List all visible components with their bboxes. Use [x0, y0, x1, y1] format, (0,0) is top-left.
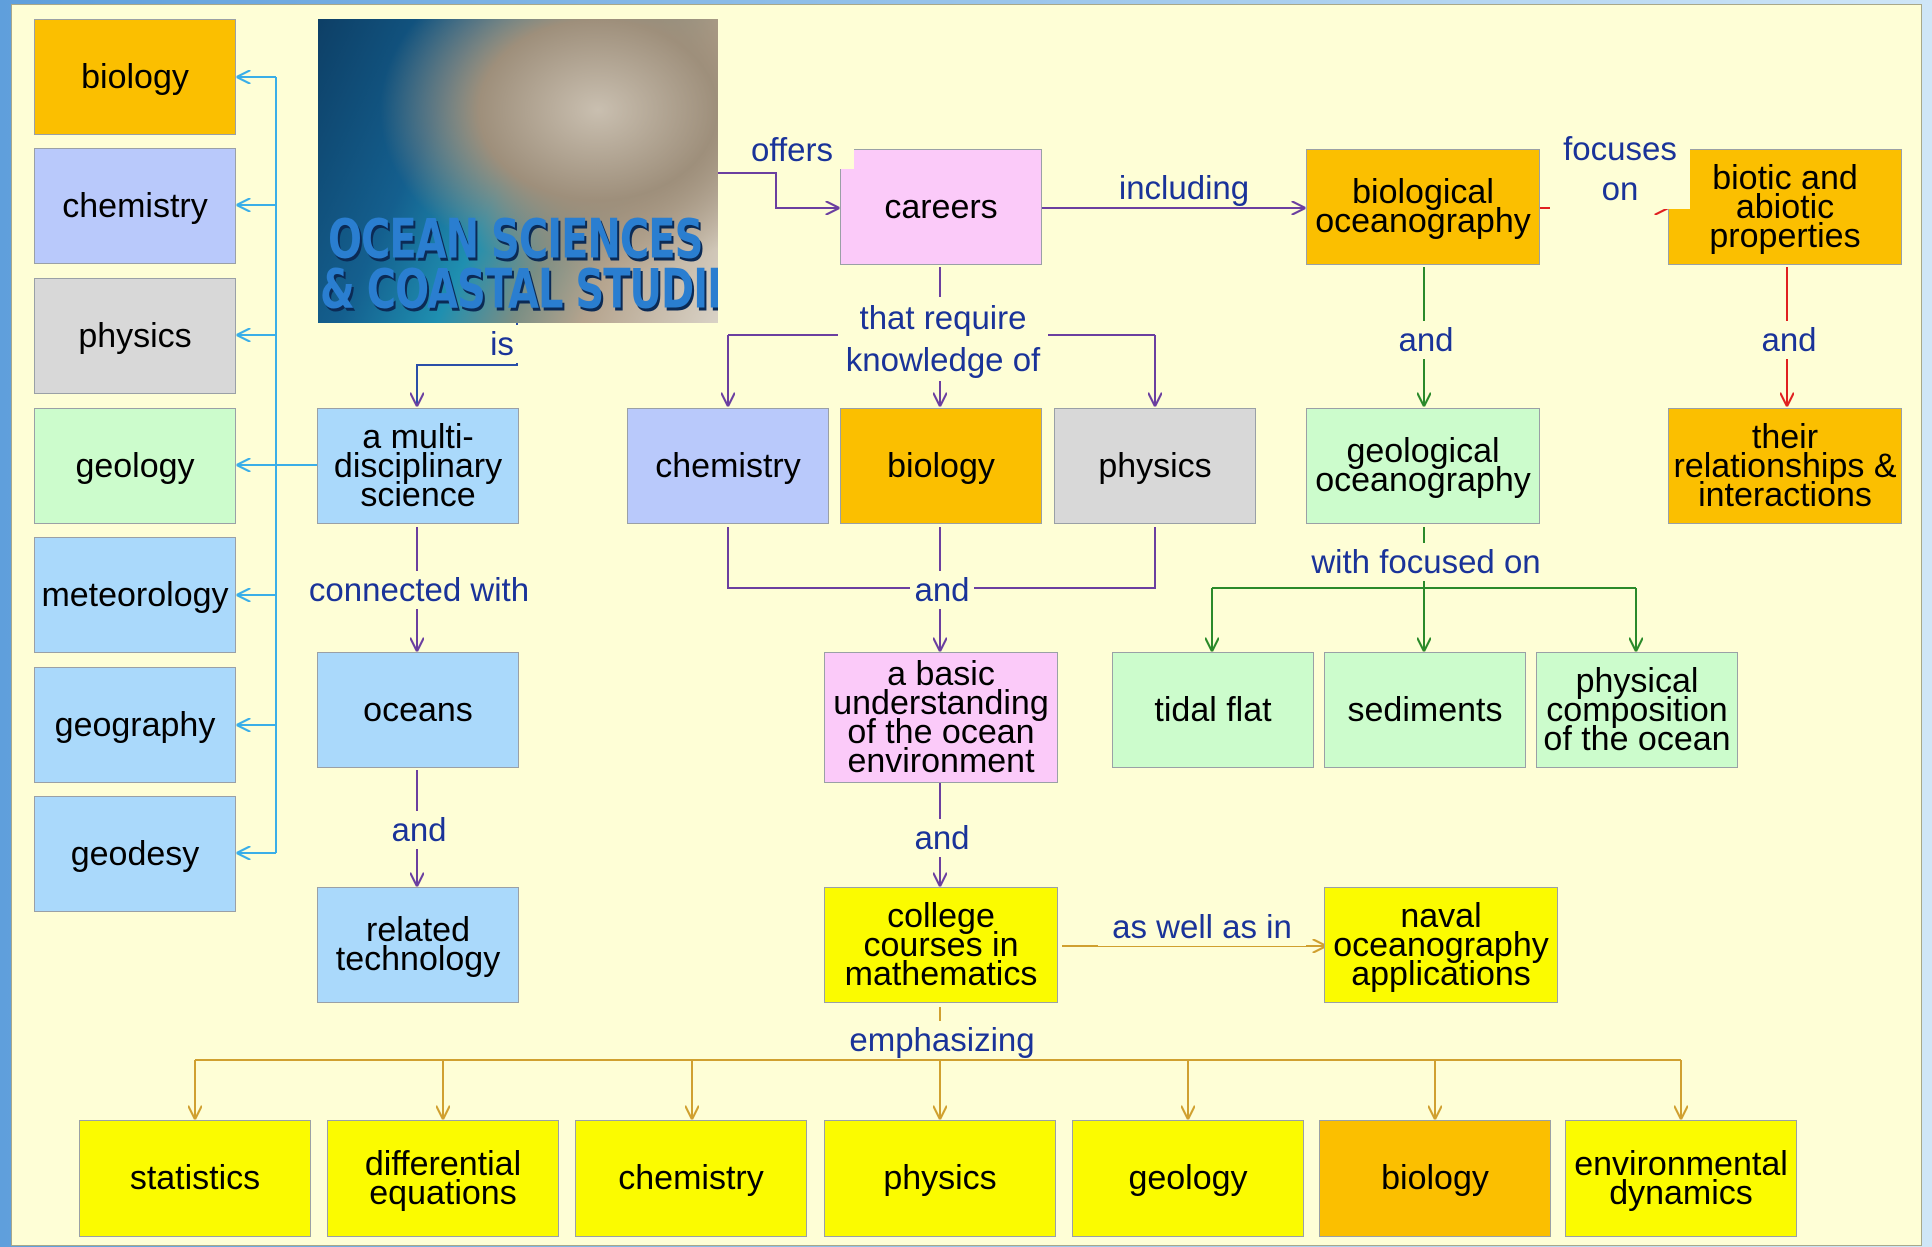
label-with-focused-on: with focused on — [1302, 543, 1550, 581]
node-chemistry: chemistry — [627, 408, 829, 524]
node-physics: physics — [1054, 408, 1256, 524]
bottom-node-environmental-dynamics: environmental dynamics — [1565, 1120, 1797, 1237]
label-emphasizing: emphasizing — [840, 1021, 1044, 1059]
label-connected-with: connected with — [304, 571, 534, 609]
node-geological-oceanography: geological oceanography — [1306, 408, 1540, 524]
node-relationships: their relationships & interactions — [1668, 408, 1902, 524]
bottom-node-biology: biology — [1319, 1120, 1551, 1237]
node-physical-composition: physical composition of the ocean — [1536, 652, 1738, 768]
left-node-geography: geography — [34, 667, 236, 783]
concept-map: OCEAN SCIENCES & COASTAL STUDIES biology… — [11, 4, 1922, 1246]
bottom-node-geology: geology — [1072, 1120, 1304, 1237]
label-and-basic-understanding: and — [910, 819, 974, 857]
bottom-node-physics: physics — [824, 1120, 1056, 1237]
left-node-meteorology: meteorology — [34, 537, 236, 653]
label-and-sciences: and — [910, 571, 974, 609]
bottom-node-chemistry: chemistry — [575, 1120, 807, 1237]
left-node-geodesy: geodesy — [34, 796, 236, 912]
left-node-physics: physics — [34, 278, 236, 394]
label-focuses-on: focuses on — [1550, 129, 1690, 209]
label-is: is — [470, 325, 534, 363]
node-tidal-flat: tidal flat — [1112, 652, 1314, 768]
bottom-node-differential-equations: differential equations — [327, 1120, 559, 1237]
node-sediments: sediments — [1324, 652, 1526, 768]
node-college-courses: college courses in mathematics — [824, 887, 1058, 1003]
ocean-sciences-photo: OCEAN SCIENCES & COASTAL STUDIES — [318, 19, 718, 323]
node-related-technology: related technology — [317, 887, 519, 1003]
label-as-well-as-in: as well as in — [1098, 908, 1306, 946]
label-and-relationships: and — [1757, 321, 1821, 359]
node-basic-understanding: a basic understanding of the ocean envir… — [824, 652, 1058, 783]
node-multidisciplinary-science: a multi-disciplinary science — [317, 408, 519, 524]
left-node-chemistry: chemistry — [34, 148, 236, 264]
label-that-require-knowledge-of: that require knowledge of — [838, 297, 1048, 381]
node-oceans: oceans — [317, 652, 519, 768]
node-careers: careers — [840, 149, 1042, 265]
node-biotic-abiotic: biotic and abiotic properties — [1668, 149, 1902, 265]
label-offers: offers — [730, 131, 854, 169]
node-biology: biology — [840, 408, 1042, 524]
left-node-biology: biology — [34, 19, 236, 135]
bottom-node-statistics: statistics — [79, 1120, 311, 1237]
photo-title-line1: OCEAN SCIENCES — [328, 209, 703, 272]
label-and-oceans: and — [387, 811, 451, 849]
label-including: including — [1102, 169, 1266, 207]
node-biological-oceanography: biological oceanography — [1306, 149, 1540, 265]
label-and-geological: and — [1394, 321, 1458, 359]
left-node-geology: geology — [34, 408, 236, 524]
photo-title-line2: & COASTAL STUDIES — [320, 259, 718, 322]
node-naval-oceanography: naval oceanography applications — [1324, 887, 1558, 1003]
